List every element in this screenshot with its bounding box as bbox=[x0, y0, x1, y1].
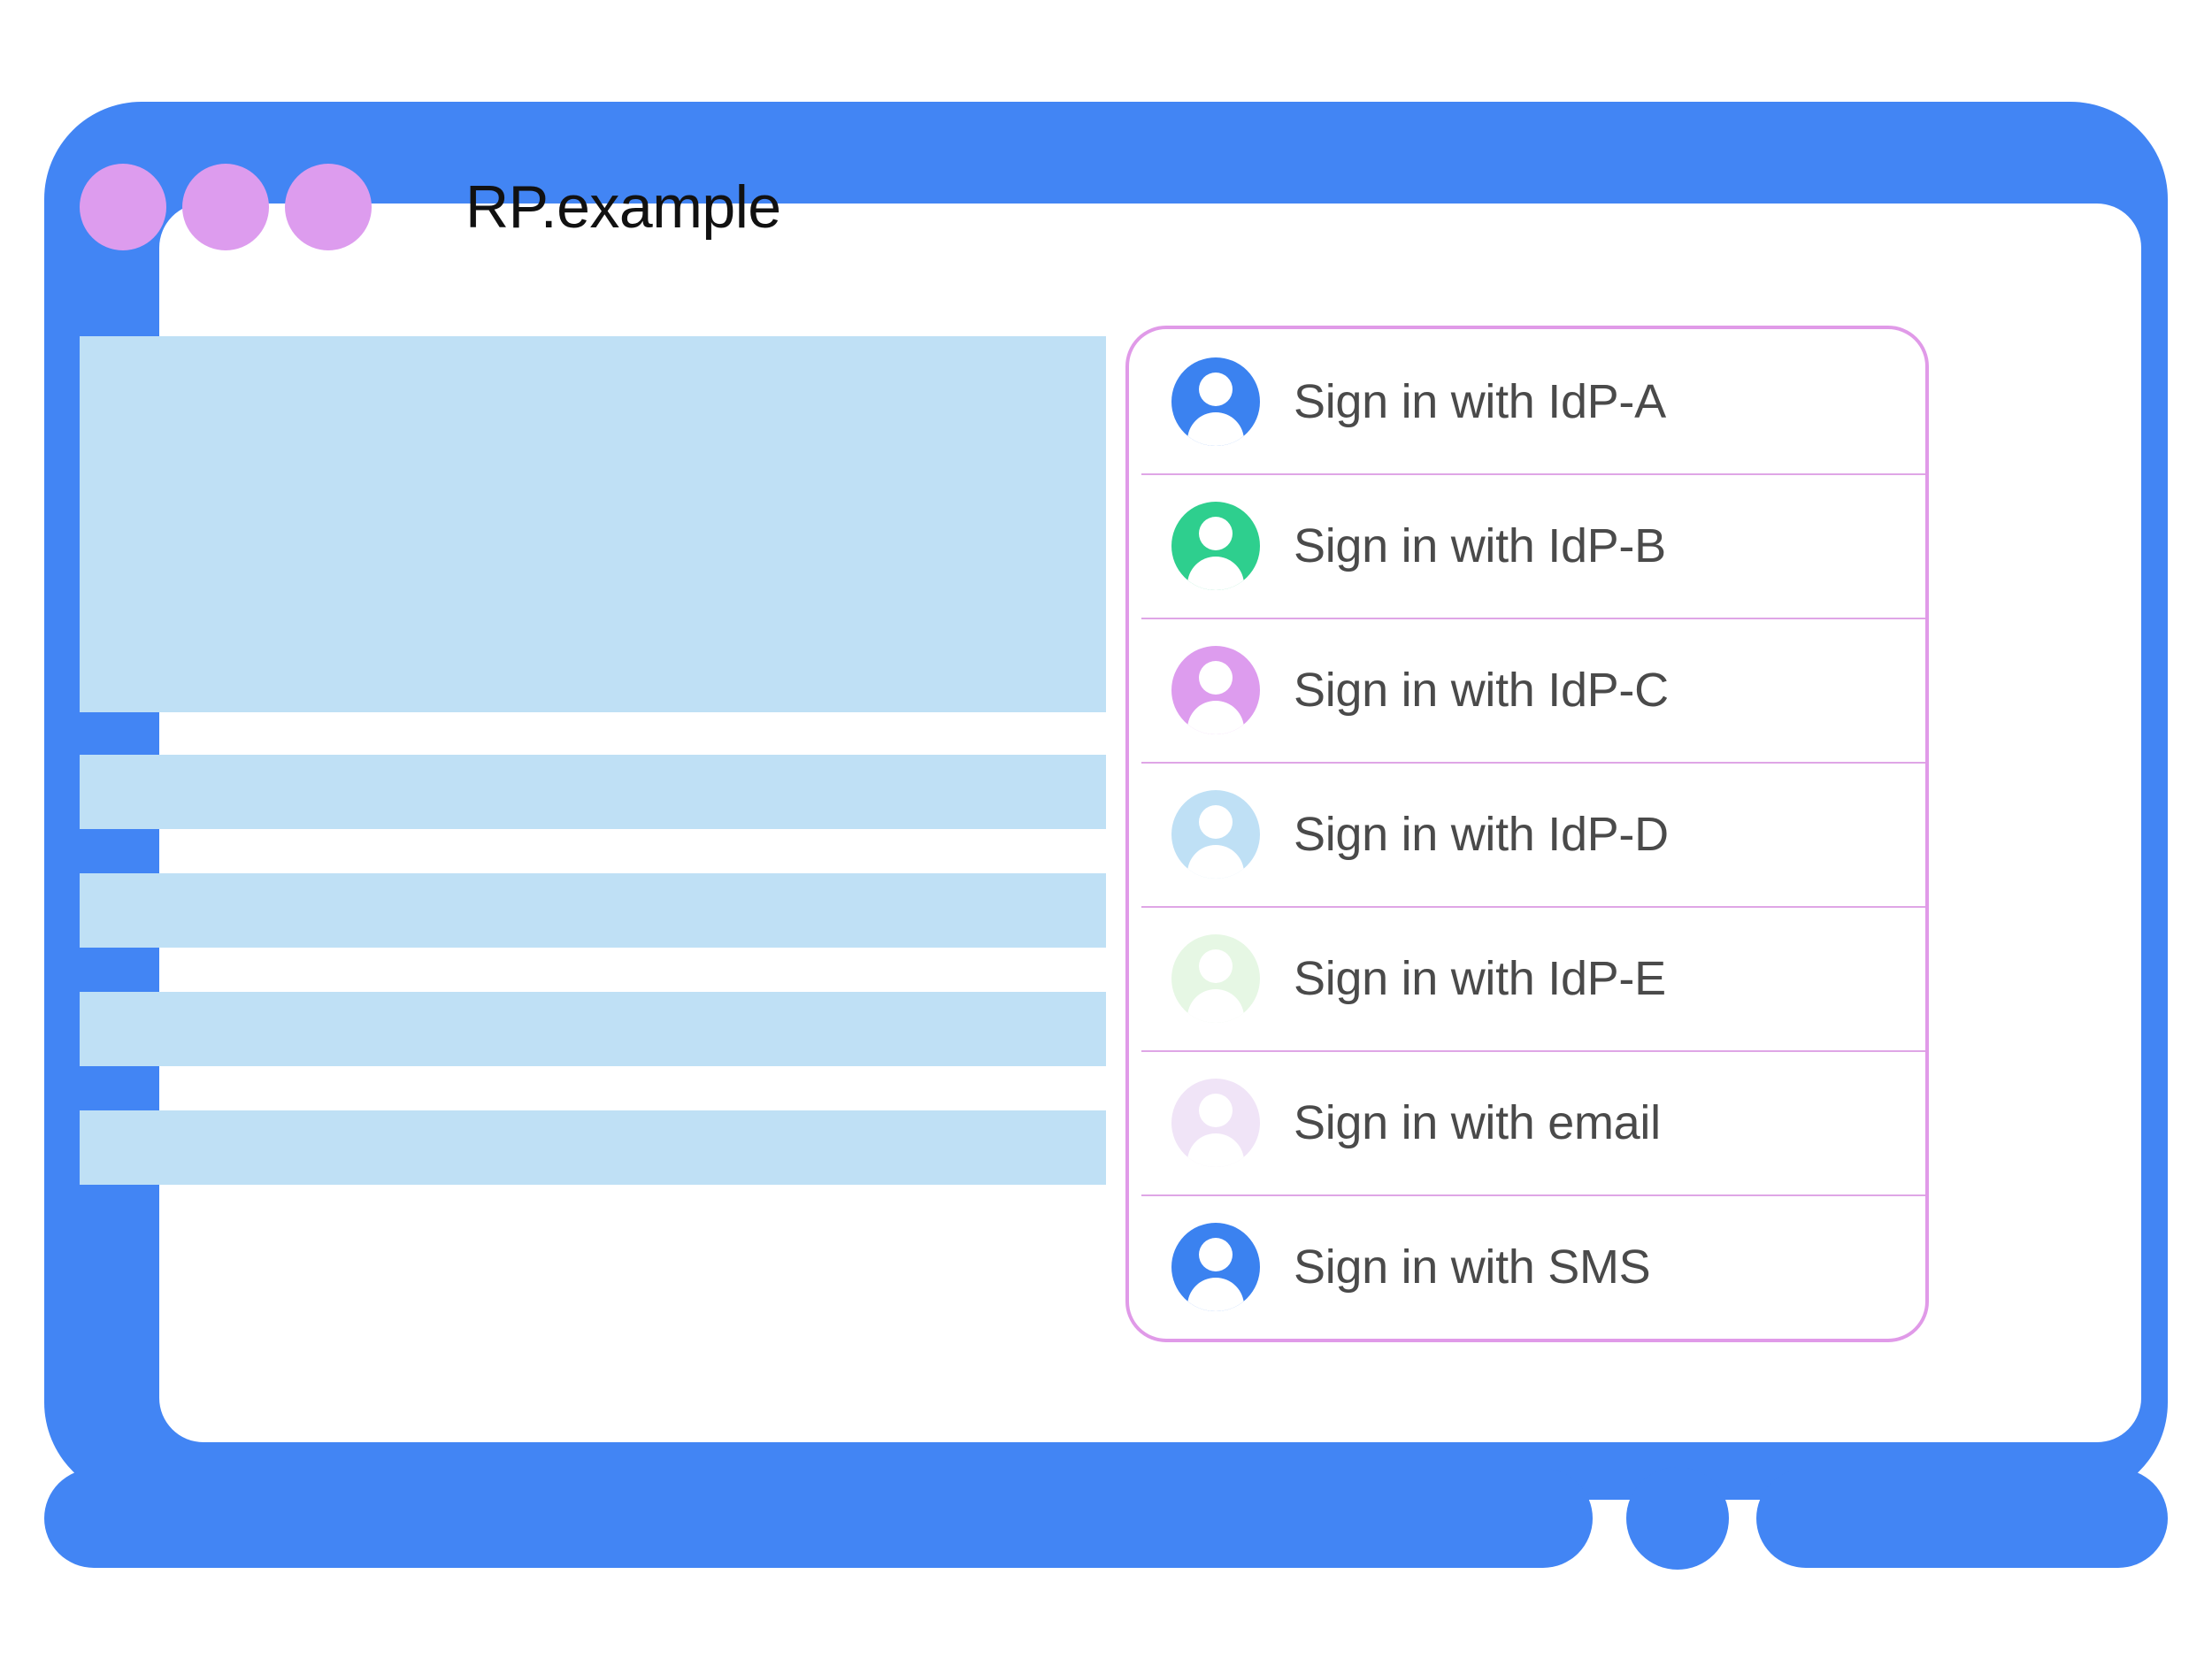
sign-in-option-idp-c[interactable]: Sign in with IdP-C bbox=[1129, 618, 1925, 762]
home-button[interactable] bbox=[1626, 1467, 1729, 1570]
window-dot-1[interactable] bbox=[80, 164, 166, 250]
window-dot-2[interactable] bbox=[182, 164, 269, 250]
account-avatar-icon bbox=[1171, 645, 1260, 734]
content-placeholders bbox=[80, 336, 1106, 1185]
sign-in-option-label: Sign in with IdP-E bbox=[1294, 951, 1666, 1005]
sign-in-option-label: Sign in with email bbox=[1294, 1095, 1661, 1149]
account-avatar-icon bbox=[1171, 357, 1260, 446]
window-dot-3[interactable] bbox=[285, 164, 372, 250]
page-title: RP.example bbox=[465, 173, 781, 241]
account-avatar-icon bbox=[1171, 1078, 1260, 1167]
sign-in-option-idp-d[interactable]: Sign in with IdP-D bbox=[1129, 762, 1925, 906]
account-avatar-icon bbox=[1171, 501, 1260, 590]
text-line-placeholder-3 bbox=[80, 992, 1106, 1066]
sign-in-option-idp-e[interactable]: Sign in with IdP-E bbox=[1129, 906, 1925, 1050]
device-chin-right bbox=[1756, 1469, 2168, 1568]
text-line-placeholder-1 bbox=[80, 755, 1106, 829]
sign-in-option-sms[interactable]: Sign in with SMS bbox=[1129, 1194, 1925, 1339]
sign-in-option-idp-a[interactable]: Sign in with IdP-A bbox=[1129, 329, 1925, 473]
hero-placeholder bbox=[80, 336, 1106, 712]
account-chooser-panel: Sign in with IdP-A Sign in with IdP-B Si… bbox=[1125, 326, 1929, 1342]
sign-in-option-label: Sign in with IdP-A bbox=[1294, 374, 1666, 428]
device-chin-left bbox=[44, 1469, 1593, 1568]
sign-in-option-label: Sign in with IdP-C bbox=[1294, 663, 1669, 717]
sign-in-option-email[interactable]: Sign in with email bbox=[1129, 1050, 1925, 1194]
account-avatar-icon bbox=[1171, 1222, 1260, 1311]
sign-in-option-label: Sign in with IdP-B bbox=[1294, 518, 1666, 572]
account-avatar-icon bbox=[1171, 789, 1260, 879]
account-avatar-icon bbox=[1171, 933, 1260, 1023]
sign-in-option-label: Sign in with SMS bbox=[1294, 1240, 1651, 1294]
titlebar: RP.example bbox=[80, 164, 781, 250]
text-line-placeholder-4 bbox=[80, 1110, 1106, 1185]
sign-in-option-idp-b[interactable]: Sign in with IdP-B bbox=[1129, 473, 1925, 618]
text-line-placeholder-2 bbox=[80, 873, 1106, 948]
sign-in-option-label: Sign in with IdP-D bbox=[1294, 807, 1669, 861]
